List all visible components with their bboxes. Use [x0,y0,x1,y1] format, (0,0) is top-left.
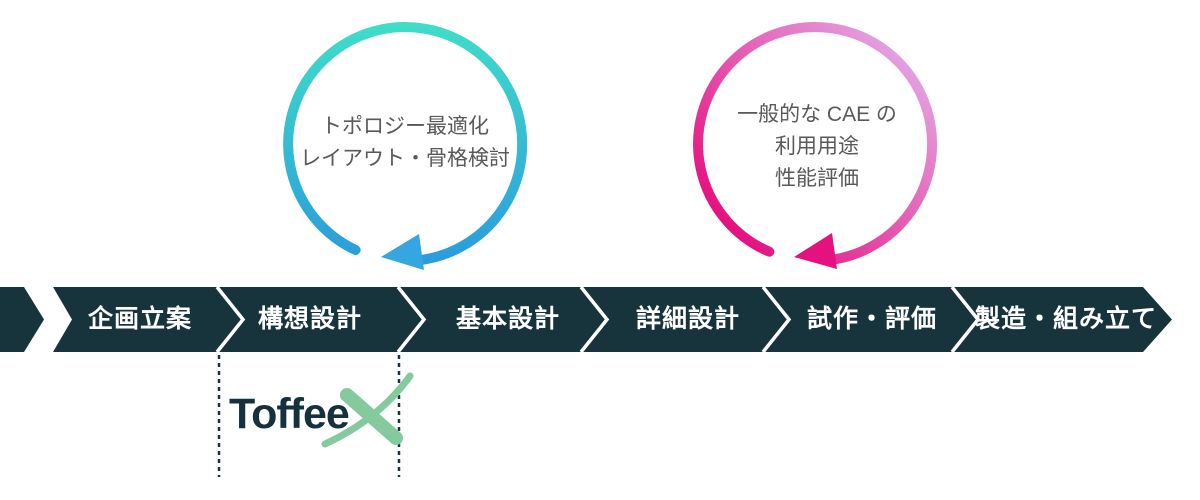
toffeex-logo-text: Toffee [229,390,350,438]
toffeex-x-mark-icon [321,372,414,448]
stage-label-detailed-design: 詳細設計 [635,305,741,333]
banner-arrow-body [53,287,1172,352]
stage-label-planning: 企画立案 [87,305,193,333]
loop-label-line: 一般的な CAE の [737,103,897,126]
topology-loop-arrowhead-icon [381,234,424,270]
stage-separator-chevron [950,285,981,354]
stage-label-basic-design: 基本設計 [455,305,561,333]
loop-label-line: トポロジー最適化 [321,115,489,138]
loop-label-line: レイアウト・骨格検討 [300,147,510,170]
cae-loop-circle-icon [693,22,938,266]
cae-loop-arrowhead-icon [794,233,837,269]
cae-loop-label: 一般的な CAE の 利用用途 性能評価 [737,99,897,195]
banner-left-tail-chevron [0,287,44,352]
stage-label-prototype-evaluation: 試作・評価 [806,305,938,333]
x-mark-swoosh-stroke [321,372,414,448]
stage-label-concept-design: 構想設計 [257,305,363,333]
stage-separator-chevron [215,285,246,354]
stage-separator-chevron [396,285,427,354]
stage-separator-chevron [761,285,792,354]
stage-label-manufacturing-assembly: 製造・組み立て [974,305,1158,333]
stage-separator-chevron [579,285,610,354]
topology-loop-circle-icon [283,22,528,266]
loop-label-line: 利用用途 [774,135,859,158]
topology-loop-label: トポロジー最適化 レイアウト・骨格検討 [300,111,510,175]
process-banner [0,285,1172,354]
loop-label-line: 性能評価 [774,167,859,190]
